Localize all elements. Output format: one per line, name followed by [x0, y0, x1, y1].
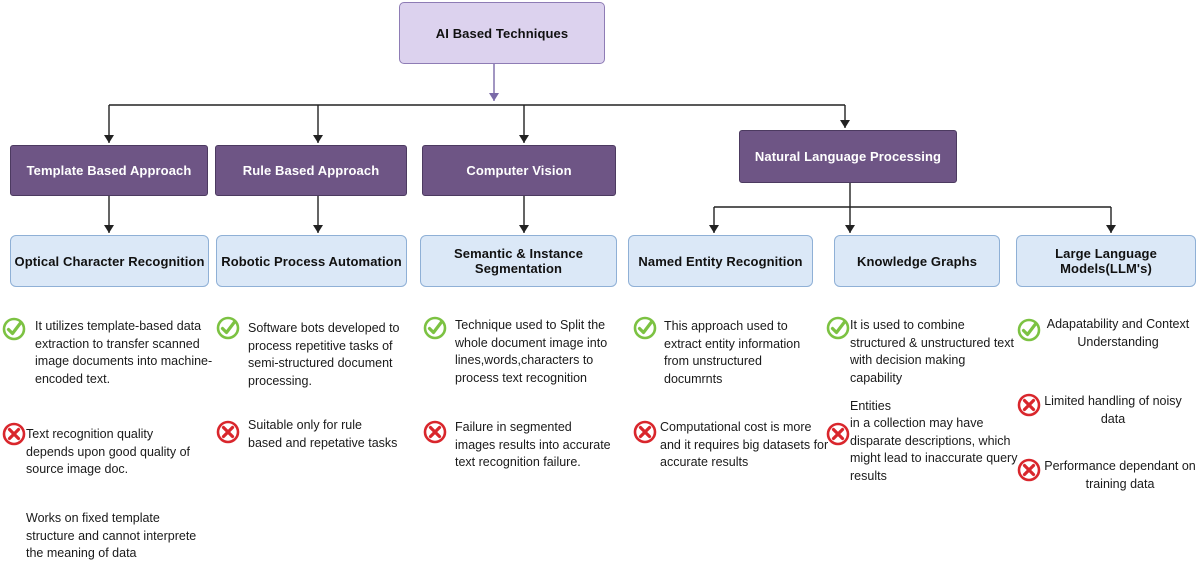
red-cross-icon: [216, 420, 240, 444]
rpa-con-text: Suitable only for rule based and repetat…: [248, 418, 398, 450]
green-check-icon: [633, 316, 657, 340]
category-label: Computer Vision: [466, 163, 572, 178]
technique-segmentation: Semantic & Instance Segmentation: [420, 235, 617, 287]
technique-knowledge-graphs: Knowledge Graphs: [834, 235, 1000, 287]
category-label: Rule Based Approach: [242, 163, 380, 178]
green-check-icon: [2, 317, 26, 341]
technique-label: Optical Character Recognition: [14, 253, 205, 269]
category-template-based: Template Based Approach: [10, 145, 208, 196]
technique-label: Robotic Process Automation: [221, 253, 402, 269]
ocr-pro-text: It utilizes template-based data extracti…: [35, 319, 213, 386]
ner-con-text: Computational cost is more and it requir…: [660, 420, 829, 469]
kg-pro-text: It is used to combine structured & unstr…: [850, 318, 1014, 385]
seg-pro-text: Technique used to Split the whole docume…: [455, 318, 608, 385]
technique-label: Knowledge Graphs: [856, 253, 978, 269]
green-check-icon: [423, 316, 447, 340]
ocr-con-text-2: Works on fixed template structure and ca…: [26, 511, 197, 560]
category-label: Template Based Approach: [26, 163, 192, 178]
seg-con-text: Failure in segmented images results into…: [455, 420, 611, 469]
red-cross-icon: [423, 420, 447, 444]
kg-con-text: in a collection may have disparate descr…: [850, 416, 1018, 483]
ner-pro-text: This approach used to extract entity inf…: [664, 319, 801, 386]
red-cross-icon: [2, 422, 26, 446]
kg-con-heading: Entities: [850, 399, 891, 413]
category-rule-based: Rule Based Approach: [215, 145, 407, 196]
root-label: AI Based Techniques: [435, 25, 569, 41]
red-cross-icon: [826, 422, 850, 446]
category-label: Natural Language Processing: [754, 149, 942, 164]
technique-llm: Large Language Models(LLM's): [1016, 235, 1196, 287]
root-node: AI Based Techniques: [399, 2, 605, 64]
green-check-icon: [216, 316, 240, 340]
llm-con-text-1: Limited handling of noisy data: [1044, 394, 1182, 426]
llm-pro-text: Adapatability and Context Understanding: [1046, 317, 1190, 349]
red-cross-icon: [1017, 393, 1041, 417]
technique-rpa: Robotic Process Automation: [216, 235, 407, 287]
green-check-icon: [826, 316, 850, 340]
green-check-icon: [1017, 318, 1041, 342]
category-computer-vision: Computer Vision: [422, 145, 616, 196]
category-nlp: Natural Language Processing: [739, 130, 957, 183]
rpa-pro-text: Software bots developed to process repet…: [248, 321, 400, 388]
technique-label: Large Language Models(LLM's): [1055, 246, 1157, 276]
red-cross-icon: [1017, 458, 1041, 482]
technique-label: Semantic & Instance Segmentation: [453, 246, 584, 276]
technique-ner: Named Entity Recognition: [628, 235, 813, 287]
red-cross-icon: [633, 420, 657, 444]
ocr-con-text-1: Text recognition quality depends upon go…: [26, 427, 191, 476]
llm-con-text-2: Performance dependant on training data: [1044, 459, 1196, 491]
technique-ocr: Optical Character Recognition: [10, 235, 209, 287]
technique-label: Named Entity Recognition: [638, 253, 803, 269]
